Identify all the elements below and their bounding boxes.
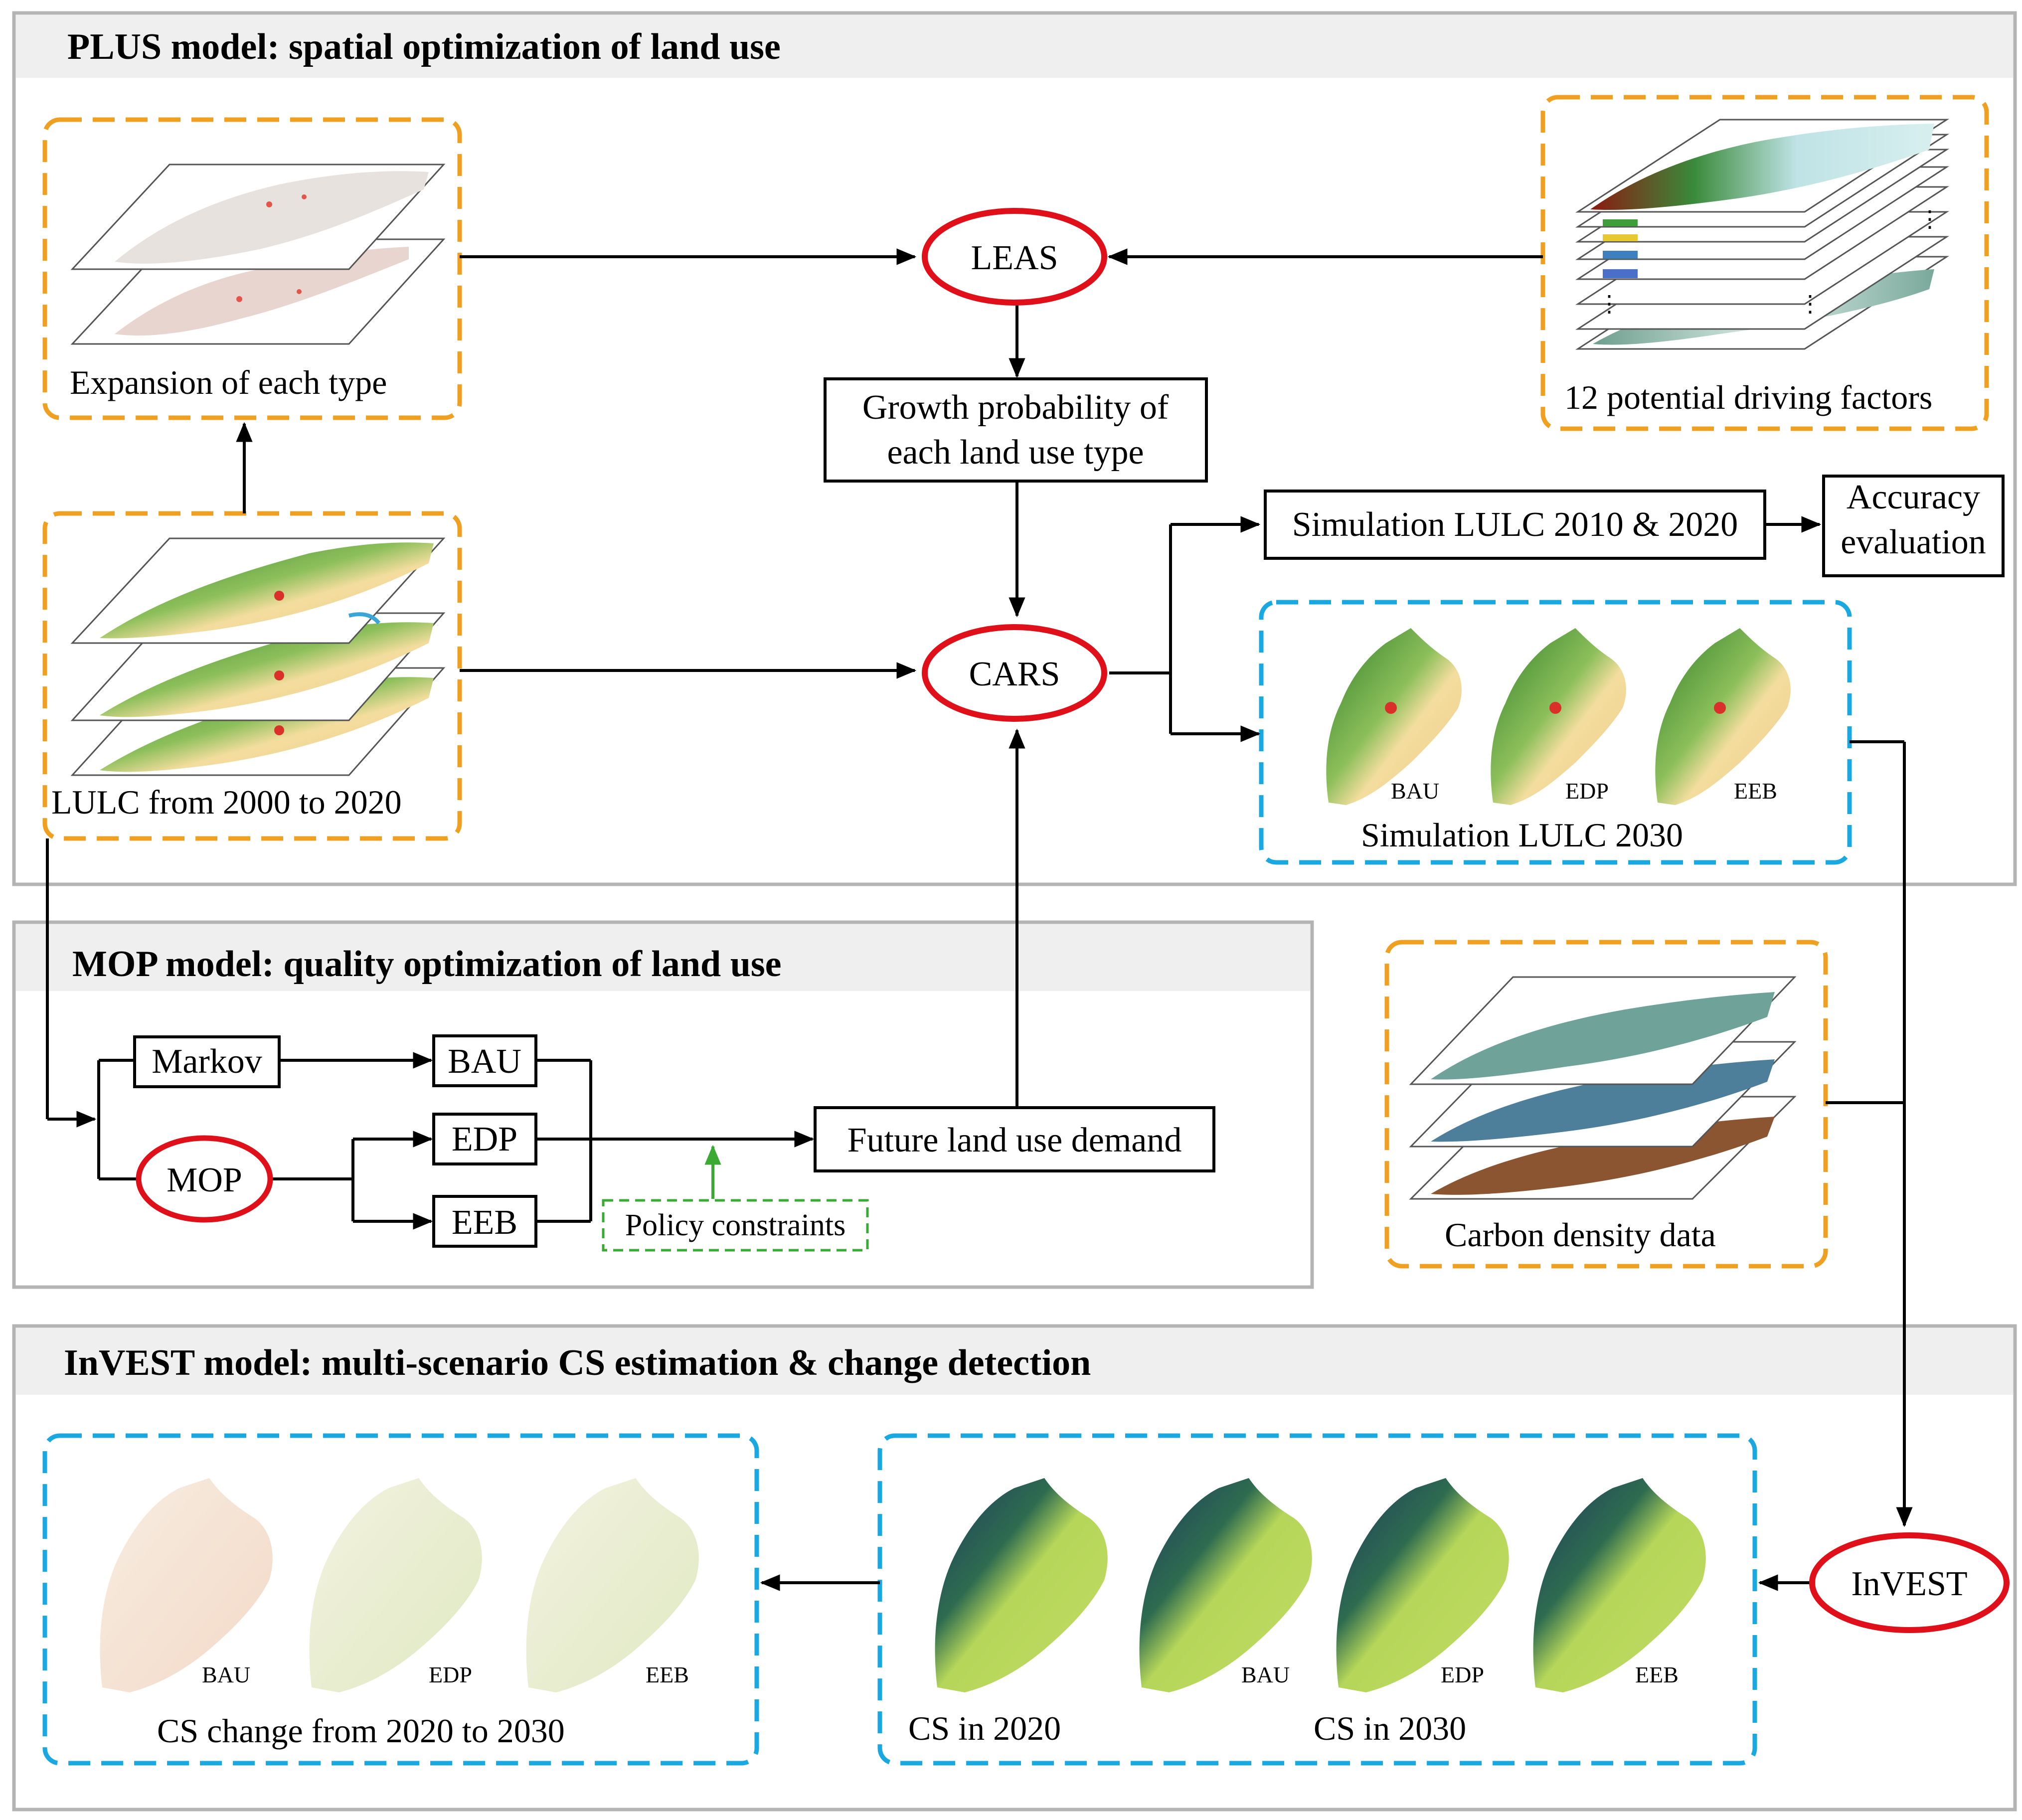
invest-node: InVEST bbox=[1809, 1532, 2010, 1633]
cs-2030-tag-bau: BAU bbox=[1241, 1662, 1290, 1687]
cs-2020-label: CS in 2020 bbox=[908, 1709, 1061, 1747]
ellipsis-icon: ⋮ bbox=[1799, 291, 1822, 317]
accuracy-line2: evaluation bbox=[1841, 523, 1986, 561]
leas-node: LEAS bbox=[922, 208, 1107, 306]
eeb-box: EEB bbox=[432, 1195, 537, 1248]
future-demand-box: Future land use demand bbox=[814, 1106, 1215, 1172]
bau-box: BAU bbox=[432, 1034, 537, 1087]
edp-box: EDP bbox=[432, 1113, 537, 1165]
carbon-density-layers: Carbon density data bbox=[1409, 976, 1797, 1254]
plus-panel-title: PLUS model: spatial optimization of land… bbox=[67, 26, 781, 67]
sim-2010-2020-box: Simulation LULC 2010 & 2020 bbox=[1264, 490, 1766, 560]
sim-2030-label: Simulation LULC 2030 bbox=[1361, 816, 1683, 854]
cs-2030-label: CS in 2030 bbox=[1314, 1709, 1466, 1747]
sim-2030-tag-eeb: EEB bbox=[1734, 778, 1777, 804]
expansion-layers: Expansion of each type bbox=[70, 164, 446, 401]
accuracy-box: Accuracy evaluation bbox=[1822, 475, 2005, 577]
ellipsis-icon: ⋮ bbox=[1918, 206, 1941, 232]
cs-change-label: CS change from 2020 to 2030 bbox=[157, 1712, 565, 1750]
driving-factors-group bbox=[1540, 95, 1989, 431]
mop-node: MOP bbox=[136, 1135, 273, 1223]
sim-2010-2020-label: Simulation LULC 2010 & 2020 bbox=[1292, 505, 1738, 544]
cs-2030-tag-edp: EDP bbox=[1441, 1662, 1484, 1687]
cs-2030-tag-eeb: EEB bbox=[1635, 1662, 1679, 1687]
expansion-label: Expansion of each type bbox=[70, 363, 387, 401]
cs-change-tag-edp: EDP bbox=[429, 1662, 472, 1687]
connectors bbox=[46, 248, 1913, 1591]
growth-probability-box: Growth probability of each land use type bbox=[824, 377, 1208, 483]
ellipsis-icon: ⋮ bbox=[1598, 291, 1621, 317]
policy-constraints-label: Policy constraints bbox=[625, 1208, 846, 1242]
growth-line2: each land use type bbox=[887, 433, 1144, 472]
eeb-label: EEB bbox=[452, 1203, 517, 1242]
cars-node: CARS bbox=[922, 624, 1107, 722]
policy-constraints-box: Policy constraints bbox=[602, 1199, 869, 1252]
edp-label: EDP bbox=[452, 1120, 517, 1158]
lulc-label: LULC from 2000 to 2020 bbox=[51, 783, 402, 821]
cs-change-tag-eeb: EEB bbox=[646, 1662, 689, 1687]
cs-change-group bbox=[42, 1433, 759, 1766]
carbon-density-label: Carbon density data bbox=[1445, 1216, 1716, 1254]
driving-factors-label: 12 potential driving factors bbox=[1564, 378, 1932, 416]
cs-change-tag-bau: BAU bbox=[202, 1662, 250, 1687]
markov-box: Markov bbox=[133, 1035, 281, 1088]
sim-2030-maps: BAU EDP EEB Simulation LULC 2030 bbox=[1326, 628, 1791, 854]
sim-2030-group bbox=[1259, 600, 1852, 865]
mop-label: MOP bbox=[167, 1161, 242, 1199]
sim-2030-tag-edp: EDP bbox=[1565, 778, 1609, 804]
cs-estimate-group bbox=[877, 1433, 1757, 1766]
cars-label: CARS bbox=[969, 655, 1060, 693]
invest-panel-title: InVEST model: multi-scenario CS estimati… bbox=[64, 1342, 1091, 1383]
cs-estimate-maps: BAU EDP EEB CS in 2020 CS in 2030 bbox=[908, 1478, 1706, 1747]
invest-label: InVEST bbox=[1851, 1565, 1967, 1603]
future-demand-label: Future land use demand bbox=[847, 1121, 1182, 1159]
leas-label: LEAS bbox=[971, 239, 1058, 277]
bau-label: BAU bbox=[448, 1042, 521, 1081]
driving-factor-layers: ⋮ ⋮ ⋮ 12 potential driving factors bbox=[1564, 119, 1950, 416]
expansion-group bbox=[42, 117, 462, 420]
growth-line1: Growth probability of bbox=[862, 388, 1169, 427]
mop-panel-title: MOP model: quality optimization of land … bbox=[72, 944, 782, 985]
sim-2030-tag-bau: BAU bbox=[1391, 778, 1439, 804]
markov-label: Markov bbox=[152, 1042, 262, 1081]
cs-change-maps: BAU EDP EEB CS change from 2020 to 2030 bbox=[100, 1478, 699, 1750]
accuracy-line1: Accuracy bbox=[1847, 478, 1980, 516]
lulc-layers: LULC from 2000 to 2020 bbox=[51, 537, 446, 821]
